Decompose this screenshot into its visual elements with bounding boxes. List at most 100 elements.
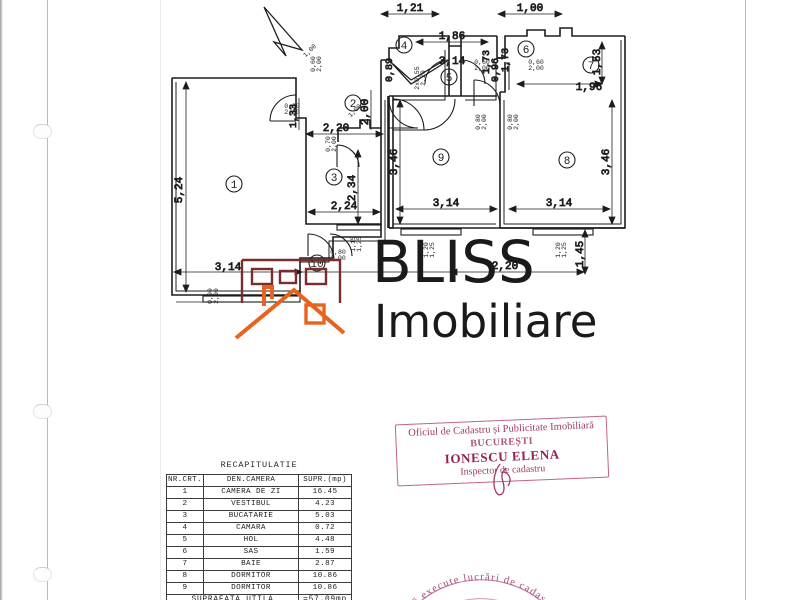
svg-text:1,25: 1,25 [561, 242, 568, 258]
logo-brand-subtitle: Imobiliare [374, 295, 598, 348]
svg-text:2,00: 2,00 [284, 109, 300, 116]
room-area: 4.23 [298, 498, 352, 511]
svg-text:1,73: 1,73 [501, 48, 512, 72]
room-number: 4 [166, 522, 204, 535]
fold-line-mid [160, 0, 161, 600]
svg-text:2x0,55: 2x0,55 [414, 66, 421, 90]
column-header-name: DEN.CAMERA [202, 474, 300, 487]
svg-text:1: 1 [231, 180, 238, 192]
svg-text:0,80: 0,80 [507, 114, 514, 130]
svg-text:3,14: 3,14 [439, 56, 466, 68]
svg-text:3,46: 3,46 [601, 149, 613, 175]
punch-hole-middle [33, 404, 52, 419]
svg-text:2,00: 2,00 [481, 114, 488, 130]
svg-text:0,80: 0,80 [330, 249, 346, 256]
svg-text:4: 4 [401, 41, 408, 53]
table-header-row: NR.CRT. DEN.CAMERA SUPR.(mp) [166, 474, 352, 487]
svg-text:9: 9 [438, 153, 445, 165]
svg-text:1,00: 1,00 [517, 3, 543, 15]
round-stamp-arc-text: să execute lucrări de cadas [407, 572, 548, 600]
svg-text:0,96: 0,96 [491, 58, 502, 82]
svg-text:6: 6 [523, 45, 530, 57]
svg-text:1,20: 1,20 [423, 242, 430, 258]
column-header-nr: NR.CRT. [166, 474, 204, 487]
room-number: 1 [166, 486, 204, 499]
svg-text:0,70: 0,70 [325, 136, 332, 152]
room-area: 0.72 [298, 522, 352, 535]
svg-text:5: 5 [446, 73, 453, 85]
svg-text:7: 7 [588, 61, 595, 73]
svg-text:1,96: 1,96 [576, 82, 602, 94]
svg-text:2,00: 2,00 [331, 136, 338, 152]
bliss-imobiliare-logo: BLISS Imobiliare [232, 233, 597, 353]
svg-text:2: 2 [350, 99, 357, 111]
north-arrow [263, 6, 304, 57]
svg-text:1,73: 1,73 [482, 50, 493, 74]
total-label: SUPRAFATA UTILA [165, 594, 300, 600]
svg-text:1,25: 1,25 [356, 236, 363, 252]
page-left-edge-shadow [0, 0, 3, 600]
svg-text:0,60: 0,60 [528, 59, 544, 66]
room-name: CAMERA DE ZI [202, 486, 300, 499]
fold-line-left [47, 0, 48, 600]
svg-text:2,00: 2,00 [330, 255, 346, 262]
room-number: 5 [166, 534, 204, 547]
svg-text:1,33: 1,33 [289, 104, 300, 128]
svg-text:3,14: 3,14 [215, 262, 242, 274]
svg-text:0,80: 0,80 [475, 114, 482, 130]
svg-text:1,15: 1,15 [350, 236, 357, 252]
room-name: CAMARA [202, 522, 300, 535]
room-number: 9 [166, 582, 204, 595]
room-name: BAIE [202, 558, 300, 571]
table-total-row: SUPRAFATA UTILA=57.09mp [165, 594, 352, 600]
room-area: 16.45 [298, 486, 352, 499]
room-number: 7 [166, 558, 204, 571]
svg-text:1,20: 1,20 [555, 242, 562, 258]
room-area: 10.86 [298, 570, 352, 583]
logo-brand-name: BLISS [372, 228, 535, 296]
svg-text:1,21: 1,21 [397, 3, 424, 15]
room-area: 5.03 [298, 510, 352, 523]
svg-text:0,60: 0,60 [310, 56, 317, 72]
punch-hole-top [33, 124, 52, 139]
room-area: 2.87 [298, 558, 352, 571]
total-value: =57.09mp [298, 594, 352, 600]
room-number: 2 [166, 498, 204, 511]
svg-text:2,24: 2,24 [331, 201, 358, 213]
room-name: VESTIBUL [202, 498, 300, 511]
floor-plan-drawing: 5,24 3,14 2,20 2,00 1,33 2,34 [171, 3, 626, 304]
room-name: DORMITOR [202, 570, 300, 583]
svg-text:2,00: 2,00 [360, 99, 372, 125]
round-official-stamp: să execute lucrări de cadas [407, 572, 549, 600]
svg-text:2,20: 2,20 [420, 70, 427, 86]
svg-text:2,20: 2,20 [323, 123, 349, 135]
fold-line-right [745, 0, 746, 600]
svg-text:3,46: 3,46 [389, 149, 401, 175]
column-header-area: SUPR.(mp) [298, 474, 352, 487]
svg-text:8: 8 [564, 156, 571, 168]
svg-text:3: 3 [331, 173, 338, 185]
svg-text:0,90: 0,90 [207, 288, 214, 304]
svg-text:2,00: 2,00 [474, 65, 490, 72]
svg-text:3,14: 3,14 [433, 198, 460, 210]
svg-text:2,00: 2,00 [213, 288, 220, 304]
recapitulatie-caption: RECAPITULATIE [220, 460, 298, 470]
svg-text:să execute lucrări de cadas: să execute lucrări de cadas [407, 572, 549, 600]
logo-house-graphic [234, 258, 346, 340]
room-name: HOL [202, 534, 300, 547]
handwritten-signature [493, 463, 511, 496]
room-area: 1.59 [298, 546, 352, 559]
room-number: 6 [166, 546, 204, 559]
svg-text:2,00: 2,00 [513, 114, 520, 130]
